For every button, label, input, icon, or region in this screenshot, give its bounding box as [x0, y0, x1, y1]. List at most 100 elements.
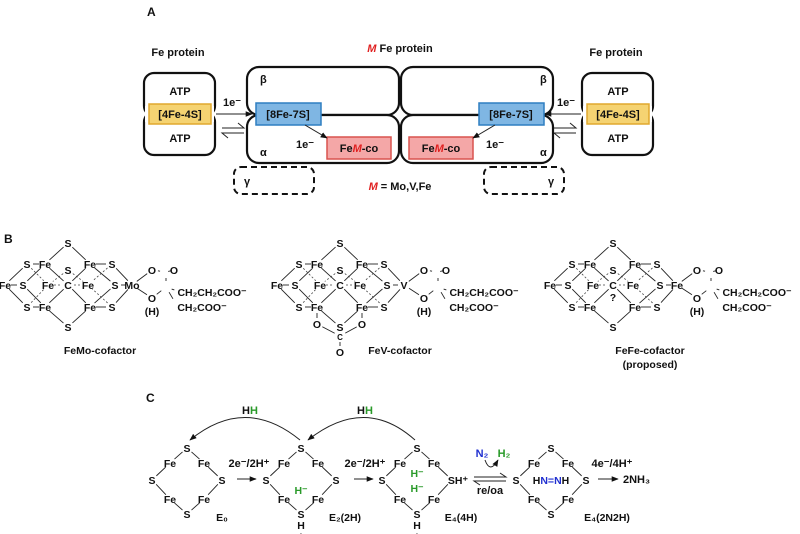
electron-label: 1e⁻	[557, 97, 575, 109]
ligand-oxygen: O	[148, 265, 156, 277]
bond	[594, 288, 609, 304]
femco-label: FeM-co	[340, 143, 379, 155]
fe-protein-left-label: Fe protein	[151, 47, 204, 59]
bond	[366, 288, 383, 304]
bond	[681, 273, 693, 282]
fe-protein-right-label: Fe protein	[589, 47, 642, 59]
atom-label: S	[23, 259, 30, 271]
atom-label: Fe	[82, 280, 94, 292]
atom-label: +	[299, 531, 304, 534]
step3-label: 4e⁻/4H⁺	[592, 458, 633, 470]
atom-label: Fe	[278, 458, 290, 470]
dashed-bond	[302, 289, 317, 303]
bond	[421, 502, 430, 511]
cofactor-name: FeMo-cofactor	[64, 345, 136, 357]
bond	[168, 270, 172, 272]
atom-label: Fe	[164, 494, 176, 506]
dashed-bond	[30, 267, 45, 282]
panel-label-a: A	[147, 5, 156, 19]
unknown-central-atom: ?	[610, 292, 616, 304]
atom-label: Fe	[629, 259, 641, 271]
mfe-protein-title: M Fe protein	[367, 43, 433, 55]
bond	[594, 246, 609, 261]
atom-label: S	[568, 302, 575, 314]
bond	[49, 267, 64, 282]
hh-label: HH	[357, 405, 373, 417]
panel-a: A M Fe protein Fe protein Fe protein ATP…	[142, 5, 655, 195]
bond	[321, 310, 336, 324]
electron-label: 1e⁻	[223, 97, 241, 109]
atom-label: S	[332, 475, 339, 487]
bond	[280, 288, 296, 304]
atom-label: S	[336, 322, 343, 334]
n2-label: N₂	[476, 448, 489, 460]
state-label: E₄(2N2H)	[584, 512, 630, 524]
ligand-oxygen: O	[442, 265, 450, 277]
bond	[386, 466, 396, 477]
4fe4s-label: [4Fe-4S]	[158, 109, 202, 121]
atom-label: S	[609, 265, 616, 277]
bond	[639, 288, 656, 304]
m-definition: M = Mo,V,Fe	[369, 181, 432, 193]
bond	[408, 287, 420, 296]
bond	[288, 502, 297, 511]
atom-label: Fe	[584, 259, 596, 271]
atp-label: ATP	[169, 86, 190, 98]
4fe4s-cluster-box	[586, 103, 650, 125]
bond	[428, 290, 434, 295]
bond	[321, 288, 336, 304]
atom-label: C	[64, 280, 72, 292]
ligand-label: CH₂COO⁻	[449, 302, 499, 314]
bond	[208, 466, 218, 477]
atom-label: S	[383, 280, 390, 292]
step1-label: 2e⁻/2H⁺	[229, 458, 270, 470]
atom-label: Mo	[124, 280, 139, 292]
atom-label: V	[400, 280, 407, 292]
bond	[555, 502, 564, 511]
ligand-oxygen: O	[148, 293, 156, 305]
atom-label: S	[108, 259, 115, 271]
re-oa-label: re/oa	[477, 485, 504, 497]
atom-label: Fe	[562, 458, 574, 470]
atom-label: S	[378, 475, 385, 487]
atom-label: Fe	[671, 280, 683, 292]
atom-label: Fe	[198, 494, 210, 506]
4fe4s-label: [4Fe-4S]	[596, 109, 640, 121]
femco-box	[326, 136, 392, 160]
bond	[27, 267, 41, 282]
alpha-label: α	[540, 147, 547, 159]
atom-label: S	[653, 302, 660, 314]
atom-label: Fe	[356, 259, 368, 271]
dashed-bond	[52, 273, 64, 282]
hydride-label: H⁻	[410, 483, 424, 495]
bond	[538, 502, 547, 511]
ligand-oxygen: O	[715, 265, 723, 277]
gamma-subunit-left	[233, 166, 315, 195]
bond	[321, 246, 336, 261]
atom-label: S	[295, 259, 302, 271]
atom-label: Fe	[428, 458, 440, 470]
atom-label: S	[547, 509, 554, 521]
atom-label: Fe	[271, 280, 283, 292]
bond	[207, 484, 219, 495]
bond	[553, 288, 569, 304]
atom-label: Fe	[587, 280, 599, 292]
bond	[270, 466, 280, 477]
bond	[344, 246, 358, 261]
gamma-subunit-right	[483, 166, 565, 195]
h2-release-arrow	[307, 417, 416, 441]
bond	[281, 267, 295, 282]
bond	[701, 290, 707, 295]
atom-label: +	[415, 531, 420, 534]
atom-label: S	[111, 280, 118, 292]
atom-label: Fe	[528, 494, 540, 506]
bond	[8, 288, 24, 304]
diazene-label: HN=NH	[533, 475, 570, 487]
atp-label: ATP	[607, 133, 628, 145]
beta-label: β	[540, 74, 547, 86]
panel-label-b: B	[4, 232, 13, 246]
bond	[617, 246, 631, 261]
